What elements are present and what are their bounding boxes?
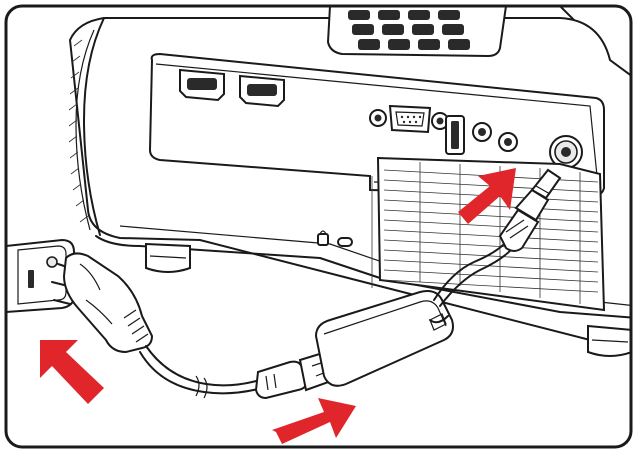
- arrow-to-outlet: [40, 340, 104, 404]
- outlet-ground-hole: [46, 256, 58, 268]
- audio-jack-1: [472, 122, 492, 142]
- security-slot: [317, 230, 353, 247]
- keypad-button: [358, 39, 380, 50]
- keypad-button: [448, 39, 470, 50]
- dc-plug: [498, 168, 562, 252]
- foot-right: [587, 324, 631, 357]
- audio-jack-2: [498, 132, 518, 152]
- keypad: [326, 6, 508, 58]
- keypad-button: [412, 24, 434, 35]
- keypad-button: [442, 24, 464, 35]
- usb-port: [445, 115, 465, 155]
- outlet-slot: [28, 270, 34, 288]
- power-cord: [139, 345, 263, 399]
- keypad-button: [352, 24, 374, 35]
- illustration-frame: [4, 4, 633, 449]
- hdmi-port-2: [239, 74, 285, 108]
- keypad-button: [378, 10, 400, 20]
- power-adapter: [314, 290, 454, 387]
- dc-cable: [429, 239, 517, 324]
- foot-left: [145, 242, 191, 273]
- keypad-button: [388, 39, 410, 50]
- ac-plug: [51, 252, 154, 354]
- wall-outlet: [6, 238, 75, 314]
- keypad-button: [382, 24, 404, 35]
- arrow-to-dc-jack: [458, 168, 516, 224]
- dc-power-jack: [549, 135, 583, 169]
- arrow-to-adapter: [272, 398, 356, 444]
- side-ribs: [68, 39, 89, 223]
- hdmi-port-1: [179, 68, 225, 102]
- keypad-button: [408, 10, 430, 20]
- keypad-button: [418, 39, 440, 50]
- vga-port: [369, 104, 449, 134]
- keypad-button: [348, 10, 370, 20]
- keypad-button: [438, 10, 460, 20]
